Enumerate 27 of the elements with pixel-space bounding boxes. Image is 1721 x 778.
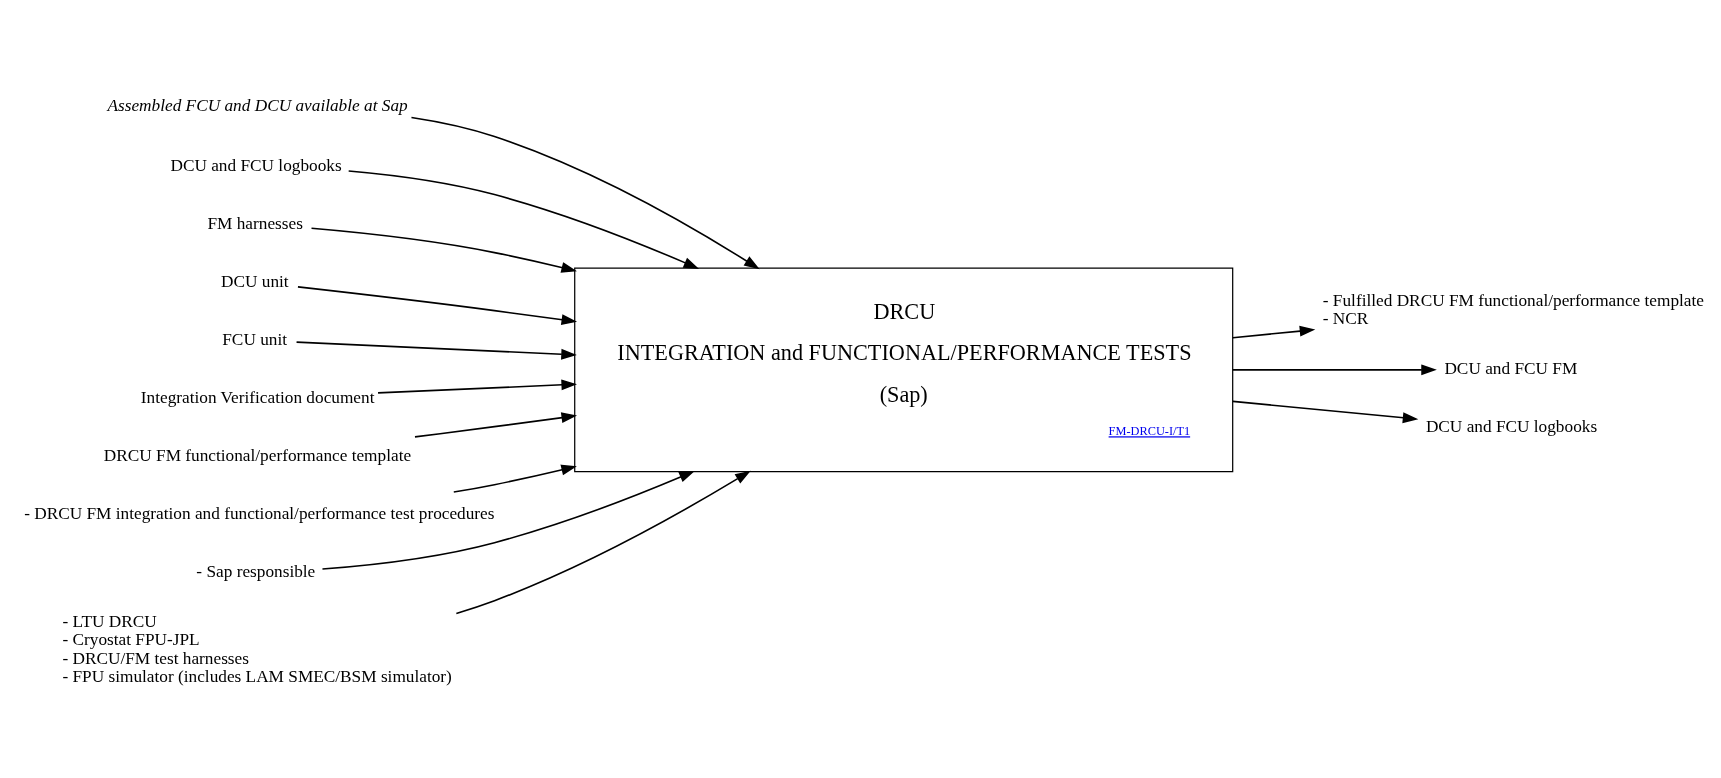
arrow: [297, 286, 578, 326]
arrow: [1232, 325, 1316, 339]
arrow: [453, 464, 577, 493]
arrow: [310, 227, 577, 273]
node-text: Assembled FCU and DCU available at Sap: [107, 96, 408, 116]
node-text: Integration Verification document: [140, 387, 375, 407]
node-text: DCU and FCU FM: [1444, 359, 1578, 379]
arrow: [1232, 364, 1437, 376]
node-box: DRCU INTEGRATION and FUNCTIONAL/PERFORMANCE TESTS (Sap) FM-DRCU-I/T1: [574, 267, 1234, 473]
arrow: [347, 170, 700, 269]
node-text: - DRCU FM integration and functional/performance test procedures: [24, 503, 495, 523]
node-text: - Fulfilled DRCU FM functional/performance template - NCR: [1322, 290, 1705, 329]
arrow: [321, 470, 695, 570]
node-text: DCU unit: [221, 271, 289, 291]
arrow: [377, 379, 577, 394]
arrow: [1232, 400, 1419, 424]
node-text: FCU unit: [222, 329, 288, 349]
node-text: - Sap responsible: [196, 561, 316, 581]
arrow: [295, 341, 577, 360]
node-text: DRCU FM functional/performance template: [103, 445, 412, 465]
arrow: [414, 412, 578, 438]
node-text: - LTU DRCU - Cryostat FPU-JPL - DRCU/FM test harnesses - FPU simulator (includes LAM SMEC/BSM simulator): [62, 611, 452, 687]
node-text: DCU and FCU logbooks: [170, 155, 342, 175]
arrow: [410, 116, 760, 270]
node-text: FM harnesses: [207, 213, 303, 233]
node-text: DCU and FCU logbooks: [1425, 417, 1598, 437]
arrow: [455, 470, 751, 615]
